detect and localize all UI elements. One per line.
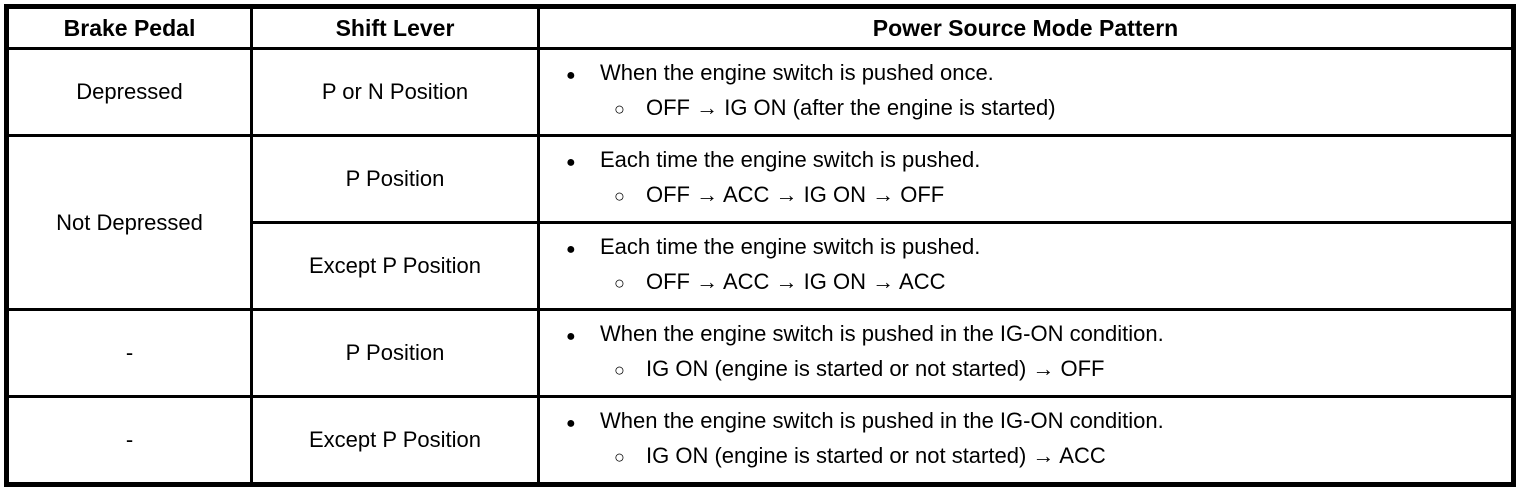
pattern-cell: ● When the engine switch is pushed in th… — [537, 308, 1515, 398]
column-header-shift-lever: Shift Lever — [250, 5, 540, 50]
column-header-power-source-mode-pattern: Power Source Mode Pattern — [537, 5, 1515, 50]
pattern-sub-text: IG ON (engine is started or not started)… — [646, 356, 1105, 381]
table-row: Not Depressed P Position ● Each time the… — [5, 134, 1515, 311]
table-row: - P Position ● When the engine switch is… — [5, 308, 1515, 398]
pattern-main-line: ● Each time the engine switch is pushed. — [542, 145, 1504, 178]
shift-lever-cell: Except P Position — [250, 395, 540, 486]
pattern-main-text: When the engine switch is pushed in the … — [600, 321, 1164, 346]
filled-bullet-icon: ● — [566, 67, 576, 84]
brake-pedal-cell-merged: Not Depressed — [5, 134, 253, 311]
column-header-brake-pedal: Brake Pedal — [5, 5, 253, 50]
pattern-main-line: ● Each time the engine switch is pushed. — [542, 232, 1504, 265]
pattern-main-line: ● When the engine switch is pushed in th… — [542, 406, 1504, 439]
shift-lever-cell: Except P Position — [250, 221, 540, 311]
pattern-main-text: Each time the engine switch is pushed. — [600, 147, 981, 172]
power-source-mode-table: Brake Pedal Shift Lever Power Source Mod… — [4, 4, 1516, 487]
shift-lever-cell: P Position — [250, 308, 540, 398]
open-circle-bullet-icon: ○ — [614, 99, 625, 119]
pattern-main-text: When the engine switch is pushed once. — [600, 60, 994, 85]
pattern-cell: ● Each time the engine switch is pushed.… — [537, 134, 1515, 224]
pattern-sub-line: ○ IG ON (engine is started or not starte… — [542, 441, 1504, 472]
pattern-sub-line: ○ OFF → ACC → IG ON → OFF — [542, 180, 1504, 211]
pattern-sub-line: ○ OFF → IG ON (after the engine is start… — [542, 93, 1504, 124]
open-circle-bullet-icon: ○ — [614, 447, 625, 467]
table-row: Except P Position ● Each time the engine… — [7, 221, 1515, 311]
pattern-sub-line: ○ OFF → ACC → IG ON → ACC — [542, 267, 1504, 298]
shift-lever-cell: P or N Position — [250, 47, 540, 137]
pattern-main-line: ● When the engine switch is pushed in th… — [542, 319, 1504, 352]
pattern-main-line: ● When the engine switch is pushed once. — [542, 58, 1504, 91]
filled-bullet-icon: ● — [566, 328, 576, 345]
filled-bullet-icon: ● — [566, 415, 576, 432]
pattern-sub-text: OFF → IG ON (after the engine is started… — [646, 95, 1056, 120]
pattern-sub-line: ○ IG ON (engine is started or not starte… — [542, 354, 1504, 385]
header-row: Brake Pedal Shift Lever Power Source Mod… — [5, 5, 1515, 50]
table-row: - Except P Position ● When the engine sw… — [5, 395, 1515, 486]
open-circle-bullet-icon: ○ — [614, 186, 625, 206]
brake-pedal-cell: - — [5, 308, 253, 398]
table-row: Depressed P or N Position ● When the eng… — [5, 47, 1515, 137]
pattern-cell: ● When the engine switch is pushed in th… — [537, 395, 1515, 486]
pattern-main-text: Each time the engine switch is pushed. — [600, 234, 981, 259]
pattern-sub-text: OFF → ACC → IG ON → ACC — [646, 269, 946, 294]
brake-pedal-cell: Depressed — [5, 47, 253, 137]
pattern-main-text: When the engine switch is pushed in the … — [600, 408, 1164, 433]
shift-lever-cell: P Position — [250, 134, 540, 224]
open-circle-bullet-icon: ○ — [614, 360, 625, 380]
filled-bullet-icon: ● — [566, 154, 576, 171]
pattern-cell: ● When the engine switch is pushed once.… — [537, 47, 1515, 137]
pattern-sub-text: IG ON (engine is started or not started)… — [646, 443, 1106, 468]
open-circle-bullet-icon: ○ — [614, 273, 625, 293]
brake-pedal-cell: - — [5, 395, 253, 486]
pattern-sub-text: OFF → ACC → IG ON → OFF — [646, 182, 945, 207]
pattern-cell: ● Each time the engine switch is pushed.… — [537, 221, 1515, 311]
filled-bullet-icon: ● — [566, 241, 576, 258]
